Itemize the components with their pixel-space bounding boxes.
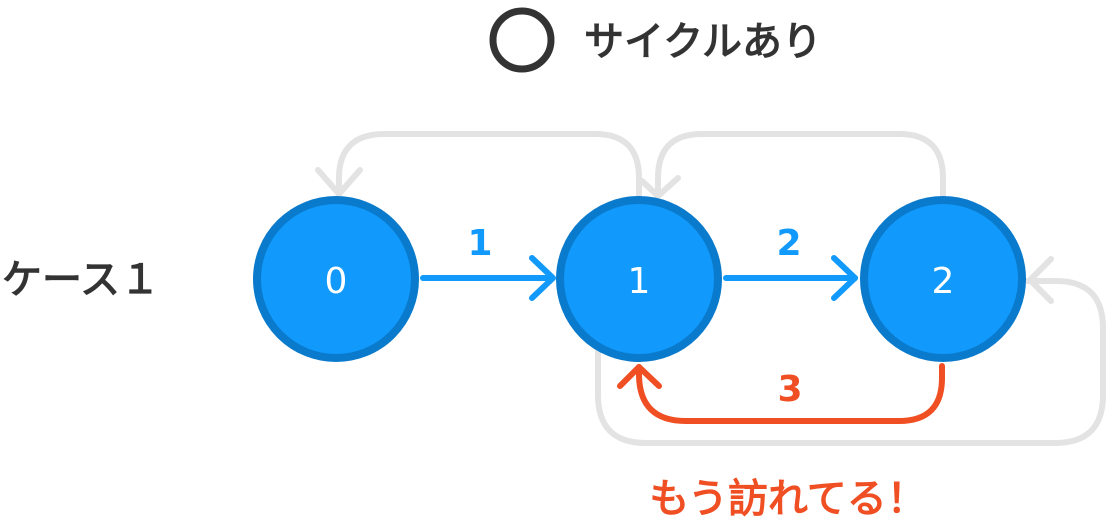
- node-1-label: 1: [628, 261, 651, 302]
- node-2-label: 2: [932, 261, 955, 302]
- arrowhead-1-to-2-icon: [831, 255, 858, 301]
- edge-1-to-0-inactive: [336, 131, 642, 202]
- circle-mark-icon: [489, 7, 555, 73]
- edge-label-3: 3: [777, 369, 802, 410]
- title: サイクルあり: [584, 19, 822, 65]
- edge-label-2: 2: [776, 223, 801, 264]
- arrowhead-2-to-1-icon: [639, 175, 681, 199]
- edge-1-to-2-inactive: [595, 278, 1106, 446]
- arrowhead-1-to-2-icon: [1027, 256, 1054, 304]
- case-label: ケース１: [2, 257, 160, 303]
- arrowhead-0-to-1-icon: [529, 255, 556, 301]
- node-2: 2: [860, 196, 1026, 362]
- node-0-label: 0: [325, 261, 348, 302]
- arrowhead-1-to-0-icon: [315, 167, 363, 197]
- already-visited-note: もう訪れてる！: [649, 476, 927, 522]
- arrowhead-back-edge-icon: [617, 364, 662, 389]
- edge-2-to-1-inactive: [655, 131, 946, 202]
- edge-label-1: 1: [467, 223, 492, 264]
- node-1: 1: [556, 196, 722, 362]
- edge-2-to-1-back: [636, 363, 945, 424]
- node-0: 0: [253, 196, 419, 362]
